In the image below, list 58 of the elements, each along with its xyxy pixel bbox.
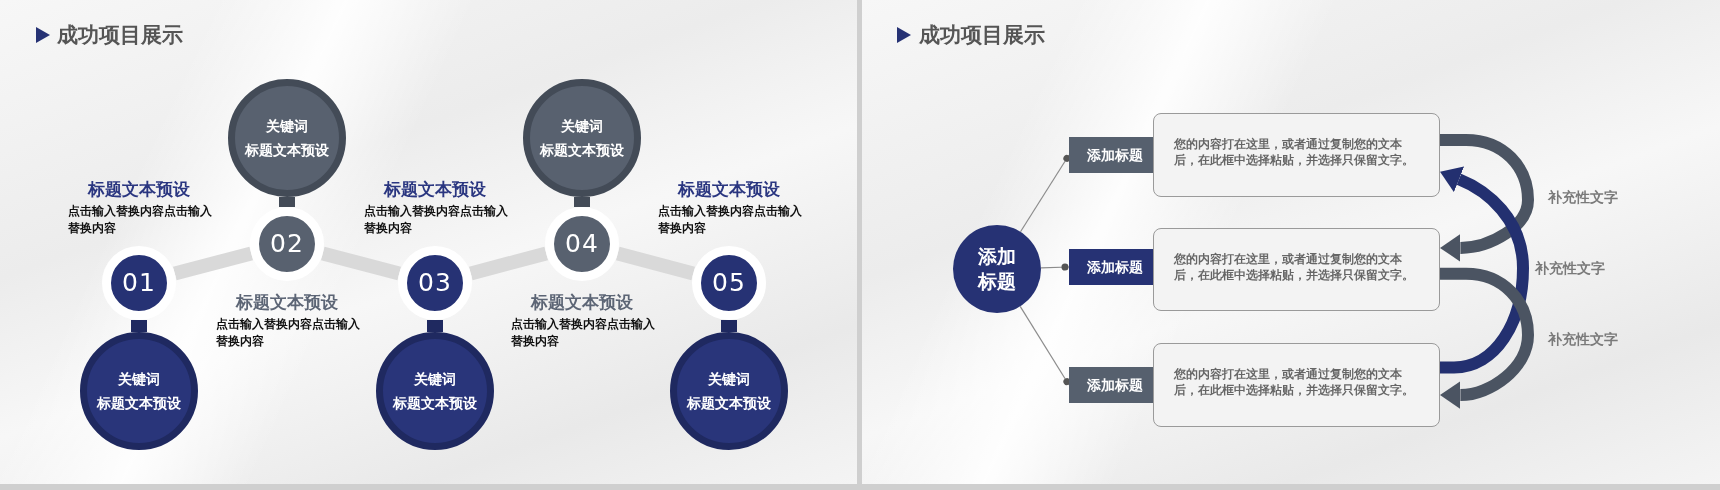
slide-title: 成功项目展示 — [57, 23, 183, 47]
tag-text: 添加标题 — [1087, 376, 1143, 394]
connector-line — [1040, 263, 1070, 271]
text-box — [1153, 228, 1440, 311]
keyword-subtitle: 标题文本预设 — [540, 141, 624, 160]
tag-text: 添加标题 — [1087, 146, 1143, 164]
slide-title: 成功项目展示 — [919, 23, 1045, 47]
connector-bar — [469, 246, 548, 281]
text-box — [1153, 113, 1440, 197]
title-tag — [1069, 249, 1153, 285]
title-tag — [1069, 137, 1153, 173]
connector-bar — [279, 197, 295, 207]
step-description: 点击输入替换内容点击输入替换内容 — [68, 203, 213, 237]
edge-label: 补充性文字 — [1535, 259, 1605, 277]
connector-bar — [721, 320, 737, 332]
box-text: 您的内容打在这里，或者通过复制您的文本后，在此框中选择粘贴，并选择只保留文字。 — [1174, 251, 1415, 283]
step-number: 04 — [565, 230, 599, 258]
keyword-label: 关键词 — [708, 370, 750, 389]
keyword-label: 关键词 — [561, 117, 603, 136]
connector-line — [1019, 305, 1071, 386]
step-number: 05 — [712, 269, 746, 297]
step-title: 标题文本预设 — [529, 293, 634, 313]
keyword-label: 关键词 — [266, 117, 308, 136]
step-number: 01 — [122, 269, 156, 297]
keyword-subtitle: 标题文本预设 — [97, 394, 181, 413]
step-title: 标题文本预设 — [234, 293, 339, 313]
connector-bar — [574, 197, 590, 207]
step-number: 03 — [418, 269, 452, 297]
title-tag — [1069, 367, 1153, 403]
curved-arrow — [1440, 166, 1529, 374]
keyword-label: 关键词 — [414, 370, 456, 389]
step-number: 02 — [270, 230, 304, 258]
connector-bar — [173, 246, 253, 281]
step-description: 点击输入替换内容点击输入替换内容 — [364, 203, 509, 237]
keyword-subtitle: 标题文本预设 — [393, 394, 477, 413]
step-title: 标题文本预设 — [86, 180, 191, 200]
keyword-label: 关键词 — [118, 370, 160, 389]
step-description: 点击输入替换内容点击输入替换内容 — [511, 316, 656, 350]
edge-label: 补充性文字 — [1548, 188, 1618, 206]
step-title: 标题文本预设 — [382, 180, 487, 200]
step-description: 点击输入替换内容点击输入替换内容 — [658, 203, 803, 237]
box-text: 您的内容打在这里，或者通过复制您的文本后，在此框中选择粘贴，并选择只保留文字。 — [1174, 366, 1415, 398]
step-description: 点击输入替换内容点击输入替换内容 — [216, 316, 361, 350]
curved-arrow — [1440, 267, 1534, 409]
tag-text: 添加标题 — [1087, 258, 1143, 276]
connector-bar — [427, 320, 443, 332]
connector-bar — [321, 246, 401, 281]
topic-text: 添加标题 — [977, 244, 1017, 294]
connector-bar — [131, 320, 147, 332]
keyword-subtitle: 标题文本预设 — [245, 141, 329, 160]
connector-bar — [616, 246, 695, 281]
box-text: 您的内容打在这里，或者通过复制您的文本后，在此框中选择粘贴，并选择只保留文字。 — [1174, 136, 1415, 168]
curved-arrow — [1440, 133, 1534, 262]
text-box — [1153, 343, 1440, 427]
connector-line — [1019, 154, 1071, 233]
edge-label: 补充性文字 — [1548, 330, 1618, 348]
step-title: 标题文本预设 — [676, 180, 781, 200]
keyword-subtitle: 标题文本预设 — [687, 394, 771, 413]
